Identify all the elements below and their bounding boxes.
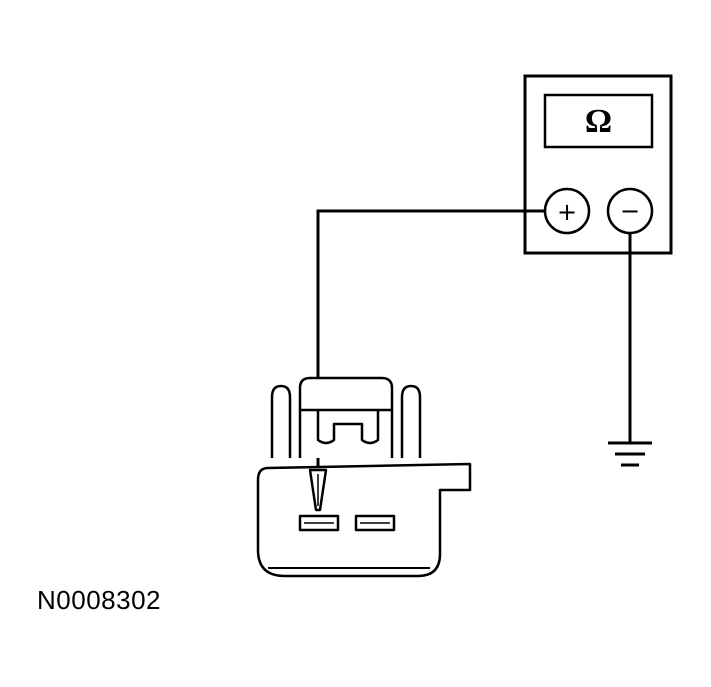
test-probe — [308, 468, 328, 512]
connector-left-tab — [270, 384, 292, 458]
multimeter-display — [543, 93, 654, 149]
positive-terminal-symbol: + — [557, 198, 577, 226]
figure-reference-id: N0008302 — [37, 585, 161, 615]
connector-right-tab — [400, 384, 422, 458]
connector-latch-bridge — [300, 408, 392, 445]
multimeter: Ω + − — [523, 74, 673, 255]
negative-terminal-symbol: − — [620, 197, 640, 225]
ohm-symbol: Ω — [585, 103, 612, 140]
electrical-connector — [256, 376, 472, 578]
ground-symbol — [608, 441, 652, 467]
